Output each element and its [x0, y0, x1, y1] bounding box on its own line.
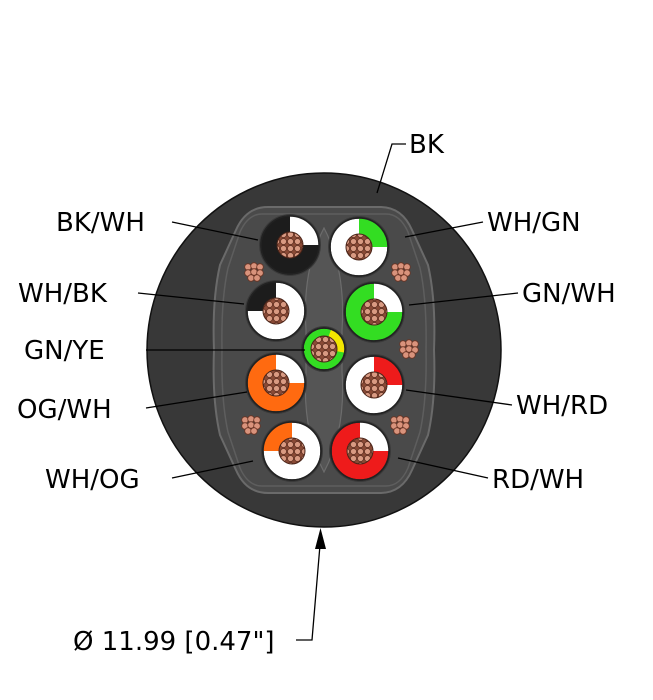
filler-strand: [396, 421, 404, 429]
filler-strand: [247, 421, 255, 429]
leader-rd-wh: [397, 457, 489, 479]
insulation-outline: [260, 215, 320, 275]
diameter-dimension: [296, 528, 326, 641]
conductor-gn-wh: [343, 281, 405, 343]
insulation-outline: [344, 282, 404, 342]
copper-core: [345, 233, 373, 261]
filler-strand: [250, 427, 258, 435]
copper-core: [360, 298, 388, 326]
label-wh-rd: WH/RD: [516, 391, 608, 421]
leader-gn-wh: [408, 292, 519, 306]
label-wh-bk: WH/BK: [18, 279, 108, 309]
copper-core: [262, 297, 290, 325]
label-bk-wh: BK/WH: [56, 208, 145, 238]
insulation-outline: [344, 355, 404, 415]
label-og-wh: OG/WH: [17, 395, 112, 425]
conductor-rd-wh: [329, 420, 391, 482]
copper-core: [346, 437, 374, 465]
leader-wh-gn: [404, 221, 484, 238]
label-wh-og: WH/OG: [45, 465, 140, 495]
inner-core-separator: [221, 213, 427, 487]
leader-lines: [137, 143, 519, 479]
conductor-wh-og: [261, 420, 323, 482]
label-gn-wh: GN/WH: [522, 279, 616, 309]
insulation-outline: [246, 353, 306, 413]
label-gn-ye: GN/YE: [24, 336, 105, 366]
copper-core: [262, 369, 290, 397]
conductor-bk-wh: [259, 214, 321, 276]
filler-strand: [250, 268, 258, 276]
conductor-wh-bk: [245, 280, 307, 342]
insulation-outline: [262, 421, 322, 481]
dimension-leader: [296, 544, 321, 641]
conductor-wh-gn: [328, 216, 390, 278]
dimension-arrowhead: [315, 528, 326, 549]
copper-core: [360, 371, 388, 399]
filler-strand: [405, 345, 413, 353]
insulation-outline: [302, 327, 346, 371]
conductor-gn-ye: [301, 326, 347, 372]
filler-strand: [397, 268, 405, 276]
conductor-wh-rd: [343, 354, 405, 416]
filler-strand: [408, 351, 416, 359]
leader-wh-rd: [405, 389, 513, 406]
filler-strand: [400, 274, 408, 282]
copper-core: [278, 437, 306, 465]
insulation-outline: [330, 421, 390, 481]
leader-bk-wh: [171, 221, 259, 241]
leader-bk: [376, 143, 406, 194]
filler-strand: [253, 274, 261, 282]
leader-wh-bk: [137, 292, 245, 305]
copper-core: [310, 335, 338, 363]
conductor-og-wh: [245, 352, 307, 414]
label-bk: BK: [409, 130, 445, 160]
label-rd-wh: RD/WH: [492, 465, 584, 495]
filler-strands: [241, 262, 419, 435]
insulation-outline: [329, 217, 389, 277]
filler-strand: [399, 427, 407, 435]
copper-core: [276, 231, 304, 259]
insulation-outline: [246, 281, 306, 341]
leader-wh-og: [171, 460, 254, 479]
leader-og-wh: [145, 391, 248, 409]
label-wh-gn: WH/GN: [487, 208, 581, 238]
diameter-label: Ø 11.99 [0.47"]: [73, 627, 275, 657]
